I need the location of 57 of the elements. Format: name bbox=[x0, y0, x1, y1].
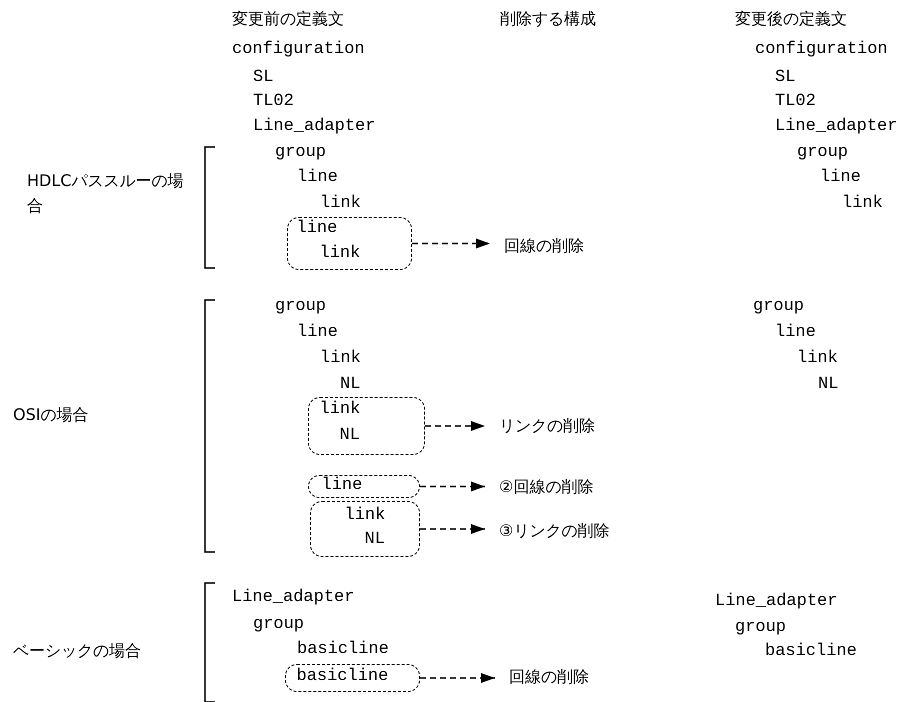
code-line: configuration bbox=[232, 39, 365, 61]
dashed-rounded-box bbox=[308, 475, 420, 498]
code-line: NL bbox=[818, 374, 838, 396]
code-line: configuration bbox=[755, 39, 888, 61]
dashed-arrow bbox=[425, 421, 485, 431]
code-line: line bbox=[322, 474, 362, 496]
code-line: SL bbox=[253, 67, 274, 89]
code-line: Line_adapter bbox=[253, 116, 376, 138]
code-line: basicline bbox=[297, 639, 389, 661]
case-label: HDLCパススルーの場合 bbox=[27, 170, 184, 217]
code-line: NL bbox=[340, 424, 360, 446]
code-line: TL02 bbox=[775, 91, 816, 113]
deletion-label: ③リンクの削除 bbox=[485, 520, 610, 542]
code-line: link bbox=[320, 193, 361, 215]
code-line: group bbox=[797, 142, 848, 164]
dashed-rounded-box bbox=[308, 397, 425, 455]
code-line: link bbox=[320, 398, 360, 420]
code-line: group bbox=[753, 296, 804, 318]
dashed-rounded-box bbox=[285, 664, 420, 692]
column-heading: 変更後の定義文 bbox=[735, 8, 847, 30]
dashed-rounded-box bbox=[310, 501, 420, 557]
code-line: link bbox=[320, 348, 361, 370]
code-line: line bbox=[775, 322, 816, 344]
code-line: line bbox=[820, 167, 861, 189]
deletion-label: 回線の削除 bbox=[490, 235, 584, 257]
code-line: group bbox=[735, 617, 786, 639]
code-line: group bbox=[275, 296, 326, 318]
dashed-arrow bbox=[412, 238, 490, 248]
deletion-label: リンクの削除 bbox=[485, 415, 595, 437]
code-line: link bbox=[797, 348, 838, 370]
case-label: ベーシックの場合 bbox=[13, 640, 142, 662]
dashed-arrow bbox=[420, 673, 495, 683]
code-line: NL bbox=[340, 374, 360, 396]
dashed-rounded-box bbox=[287, 217, 412, 270]
code-line: line bbox=[297, 322, 338, 344]
code-line: NL bbox=[364, 528, 385, 550]
code-line: basicline bbox=[296, 666, 388, 688]
column-heading: 変更前の定義文 bbox=[232, 8, 344, 30]
dashed-arrow bbox=[420, 524, 485, 534]
code-line: Line_adapter bbox=[232, 587, 354, 609]
case-label: OSIの場合 bbox=[13, 404, 90, 426]
code-line: basicline bbox=[765, 641, 857, 663]
code-line: group bbox=[275, 142, 326, 164]
code-line: SL bbox=[775, 67, 796, 89]
code-line: link bbox=[344, 504, 386, 526]
code-line: Line_adapter bbox=[715, 591, 838, 613]
code-line: TL02 bbox=[253, 91, 294, 113]
column-heading: 削除する構成 bbox=[500, 8, 596, 30]
code-line: line bbox=[296, 218, 338, 240]
code-line: line bbox=[297, 167, 338, 189]
code-line: Line_adapter bbox=[775, 116, 898, 138]
deletion-label: ②回線の削除 bbox=[485, 476, 594, 498]
code-line: link bbox=[320, 242, 360, 264]
deletion-label: 回線の削除 bbox=[495, 666, 589, 688]
dashed-arrow bbox=[420, 482, 485, 492]
code-line: link bbox=[842, 193, 883, 215]
code-line: group bbox=[253, 614, 304, 636]
